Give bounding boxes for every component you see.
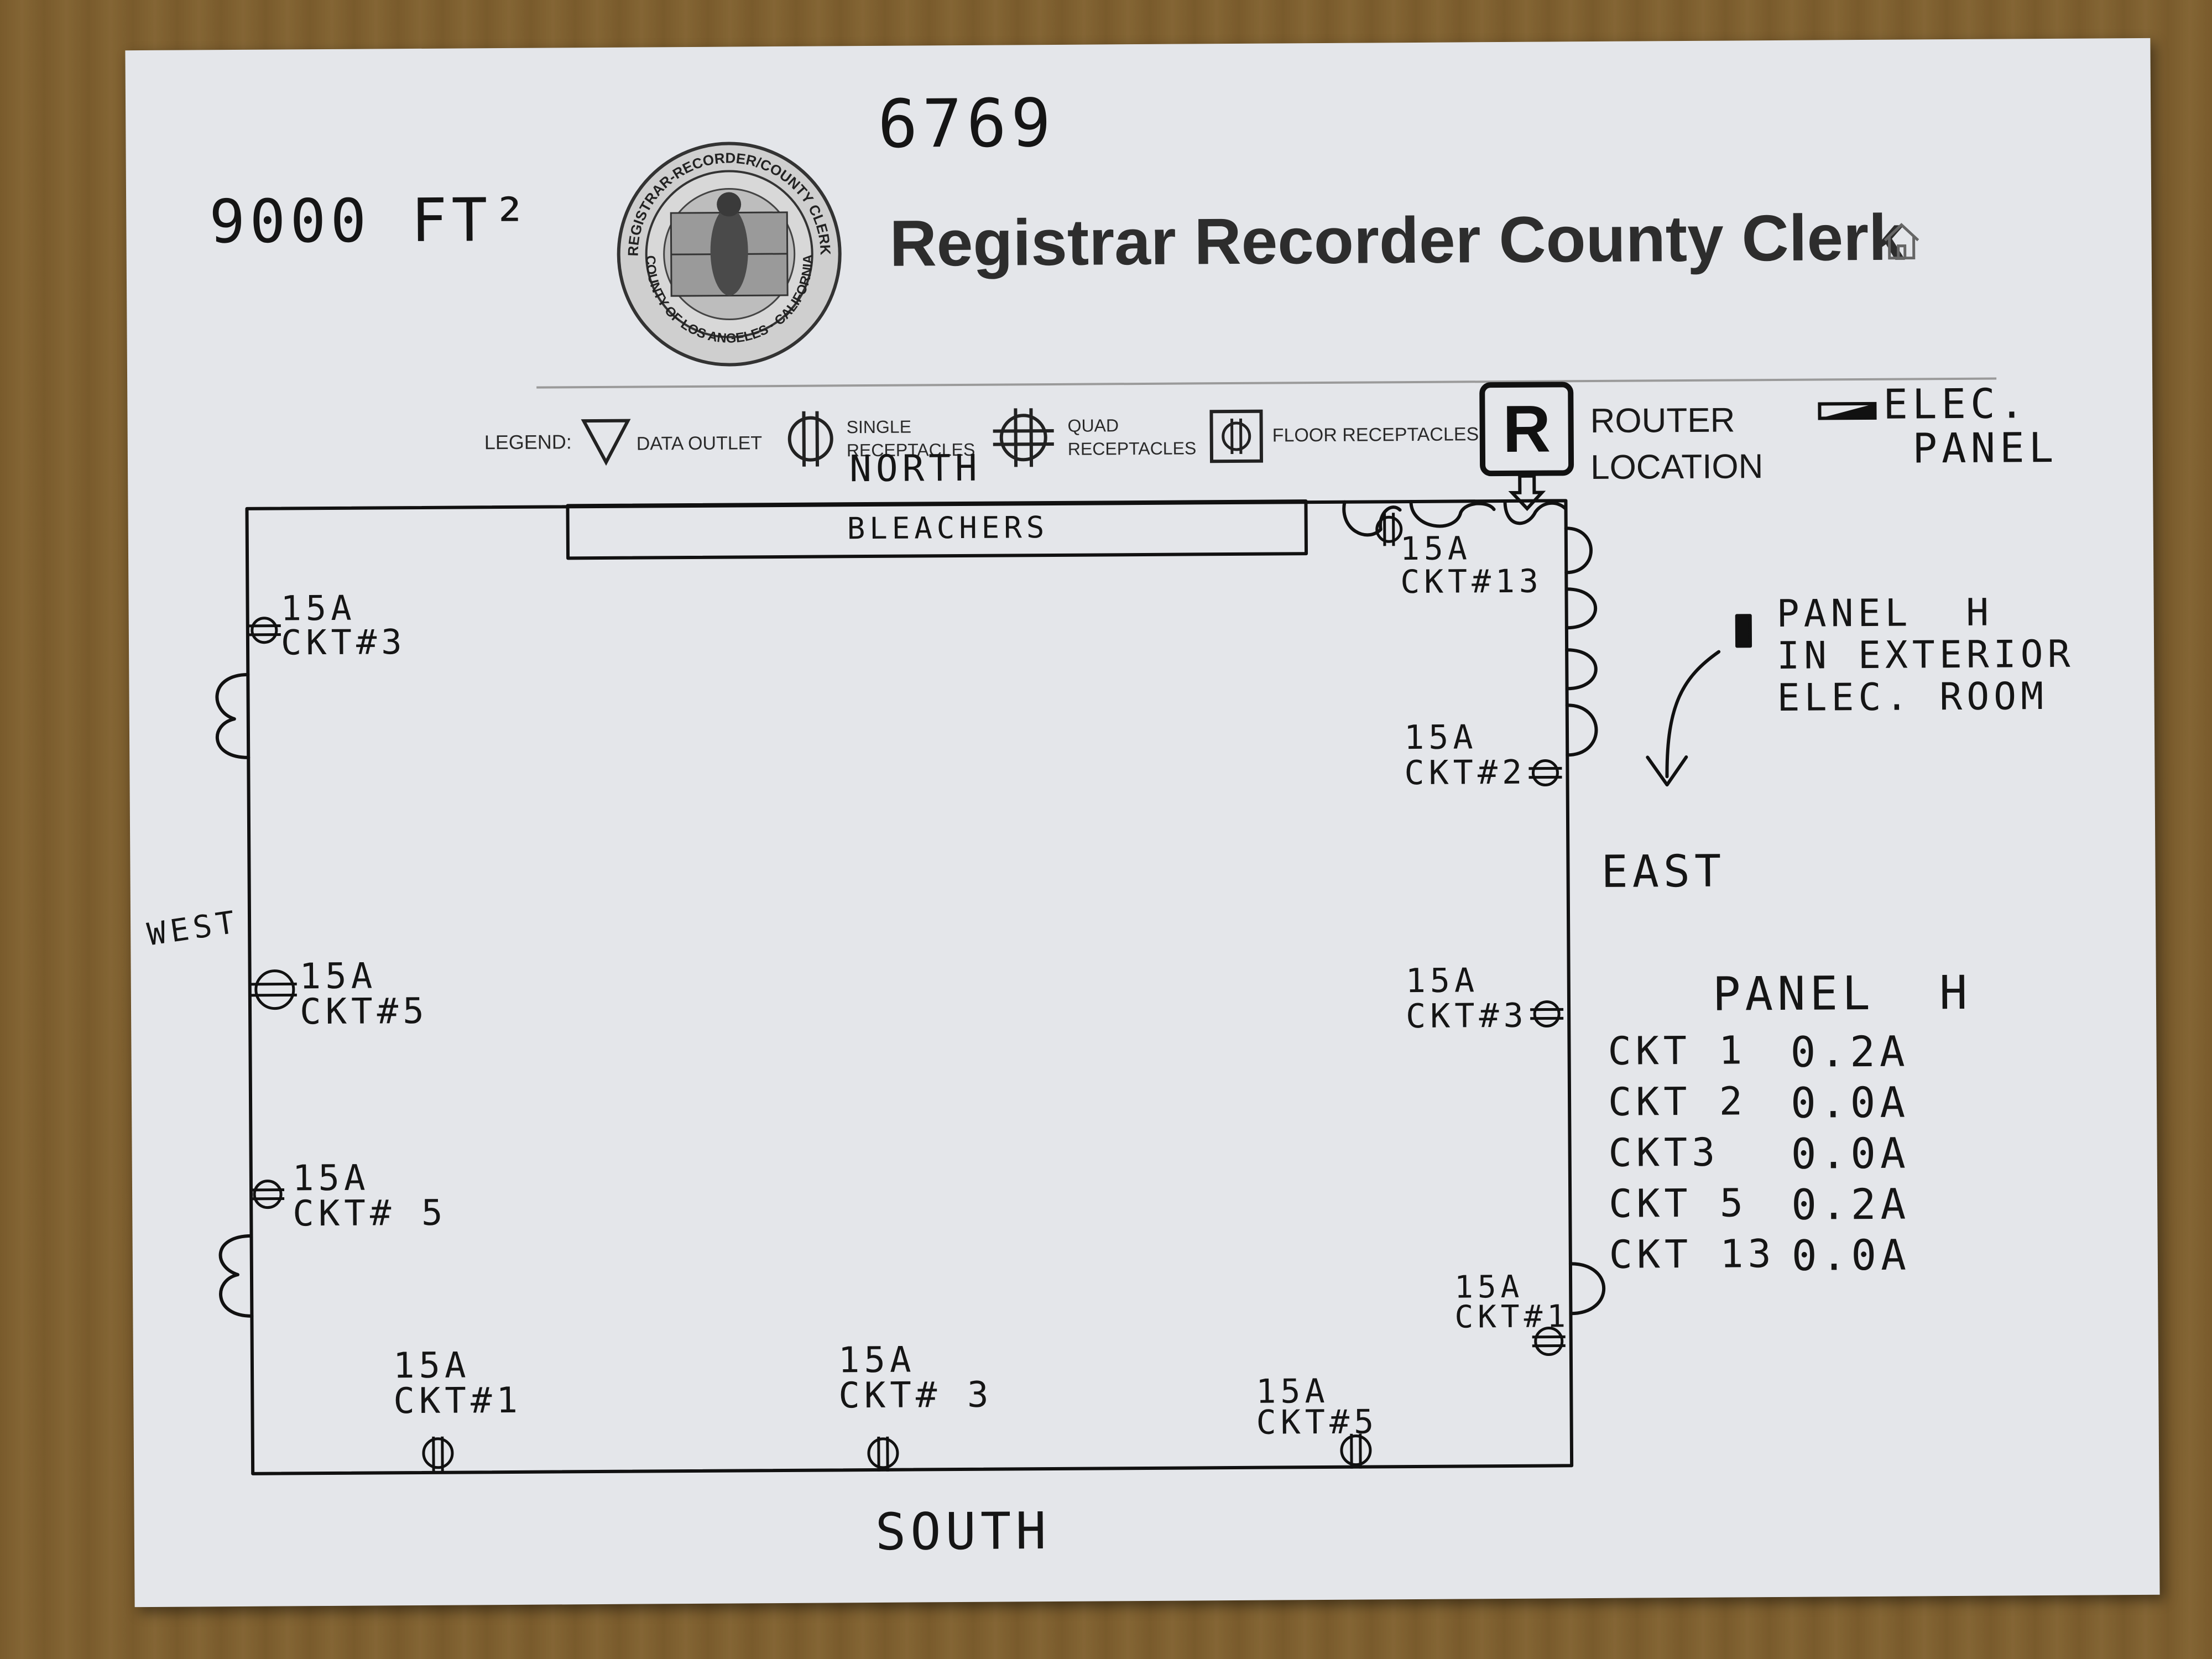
receptacle-circuit: CKT#5: [299, 990, 429, 1033]
receptacle-s-ckt3: [867, 1436, 899, 1472]
floor-receptacle-icon: [1209, 409, 1264, 463]
panel-note-line1: PANEL H: [1776, 591, 1994, 636]
circuit-cell: CKT 1: [1608, 1027, 1747, 1074]
circuit-cell: CKT 2: [1608, 1078, 1747, 1125]
amps-cell: 0.2A: [1790, 1026, 1910, 1077]
receptacle-e-ckt1: [1532, 1327, 1566, 1357]
amps-cell: 0.0A: [1791, 1230, 1911, 1280]
receptacle-rating: 15A: [1404, 718, 1478, 758]
floor-plan-sheet: 6769 9000 FT² REGISTRAR-RECORDER/COUNTY …: [125, 38, 2160, 1608]
table-row: CKT 1 0.2A: [1608, 1026, 1910, 1082]
receptacle-w-ckt5b: [251, 1180, 285, 1209]
data-outlet-icon: [581, 419, 631, 466]
single-receptacle-icon: [787, 411, 833, 467]
table-row: CKT 13 0.0A: [1609, 1230, 1911, 1286]
receptacle-w-ckt5a: [249, 969, 297, 1010]
receptacle-circuit: CKT#2: [1404, 753, 1527, 793]
receptacle-circuit: CKT# 5: [293, 1192, 447, 1235]
receptacle-n-ckt13: [1375, 513, 1403, 546]
panel-table-title: PANEL H: [1712, 965, 1972, 1021]
east-label: EAST: [1601, 845, 1726, 898]
receptacle-w-ckt3: [247, 617, 281, 644]
panel-readings-table: CKT 1 0.2A CKT 2 0.0A CKT3 0.0A CKT 5 0.…: [1608, 1026, 1911, 1286]
receptacle-circuit: CKT#3: [1405, 996, 1528, 1036]
table-row: CKT 2 0.0A: [1608, 1077, 1910, 1133]
quad-receptacle-icon: [993, 408, 1054, 467]
receptacle-s-ckt1: [422, 1436, 454, 1473]
receptacle-e-ckt3: [1530, 1000, 1564, 1028]
panel-note-line2: IN EXTERIOR: [1776, 632, 2075, 678]
receptacle-circuit: CKT# 3: [838, 1374, 993, 1417]
receptacle-circuit: CKT#5: [1256, 1402, 1379, 1442]
panel-note-line3: ELEC. ROOM: [1777, 674, 2048, 720]
table-row: CKT3 0.0A: [1608, 1128, 1910, 1184]
receptacle-circuit: CKT#1: [393, 1380, 523, 1422]
north-label: NORTH: [849, 446, 982, 491]
receptacle-s-ckt5: [1340, 1433, 1372, 1469]
home-icon: [1884, 223, 1919, 260]
county-seal: REGISTRAR-RECORDER/COUNTY CLERK COUNTY O…: [617, 142, 842, 367]
table-row: CKT 5 0.2A: [1608, 1179, 1911, 1235]
circuit-cell: CKT 5: [1608, 1180, 1748, 1227]
receptacle-circuit: CKT#13: [1400, 562, 1543, 601]
receptacle-circuit: CKT#1: [1454, 1298, 1571, 1335]
amps-cell: 0.0A: [1791, 1128, 1910, 1178]
receptacle-e-ckt2: [1528, 759, 1562, 787]
bleachers-label: BLEACHERS: [847, 510, 1049, 546]
floor-plan-drawing: [215, 499, 1752, 1475]
circuit-cell: CKT3: [1608, 1129, 1720, 1176]
circuit-cell: CKT 13: [1609, 1231, 1776, 1277]
amps-cell: 0.0A: [1790, 1077, 1910, 1128]
south-label: SOUTH: [875, 1501, 1051, 1562]
receptacle-circuit: CKT#3: [280, 622, 406, 663]
elec-panel-icon: [1818, 401, 1877, 420]
receptacle-rating: 15A: [1405, 961, 1479, 1001]
receptacle-rating: 15A: [1400, 529, 1472, 568]
amps-cell: 0.2A: [1791, 1179, 1911, 1229]
